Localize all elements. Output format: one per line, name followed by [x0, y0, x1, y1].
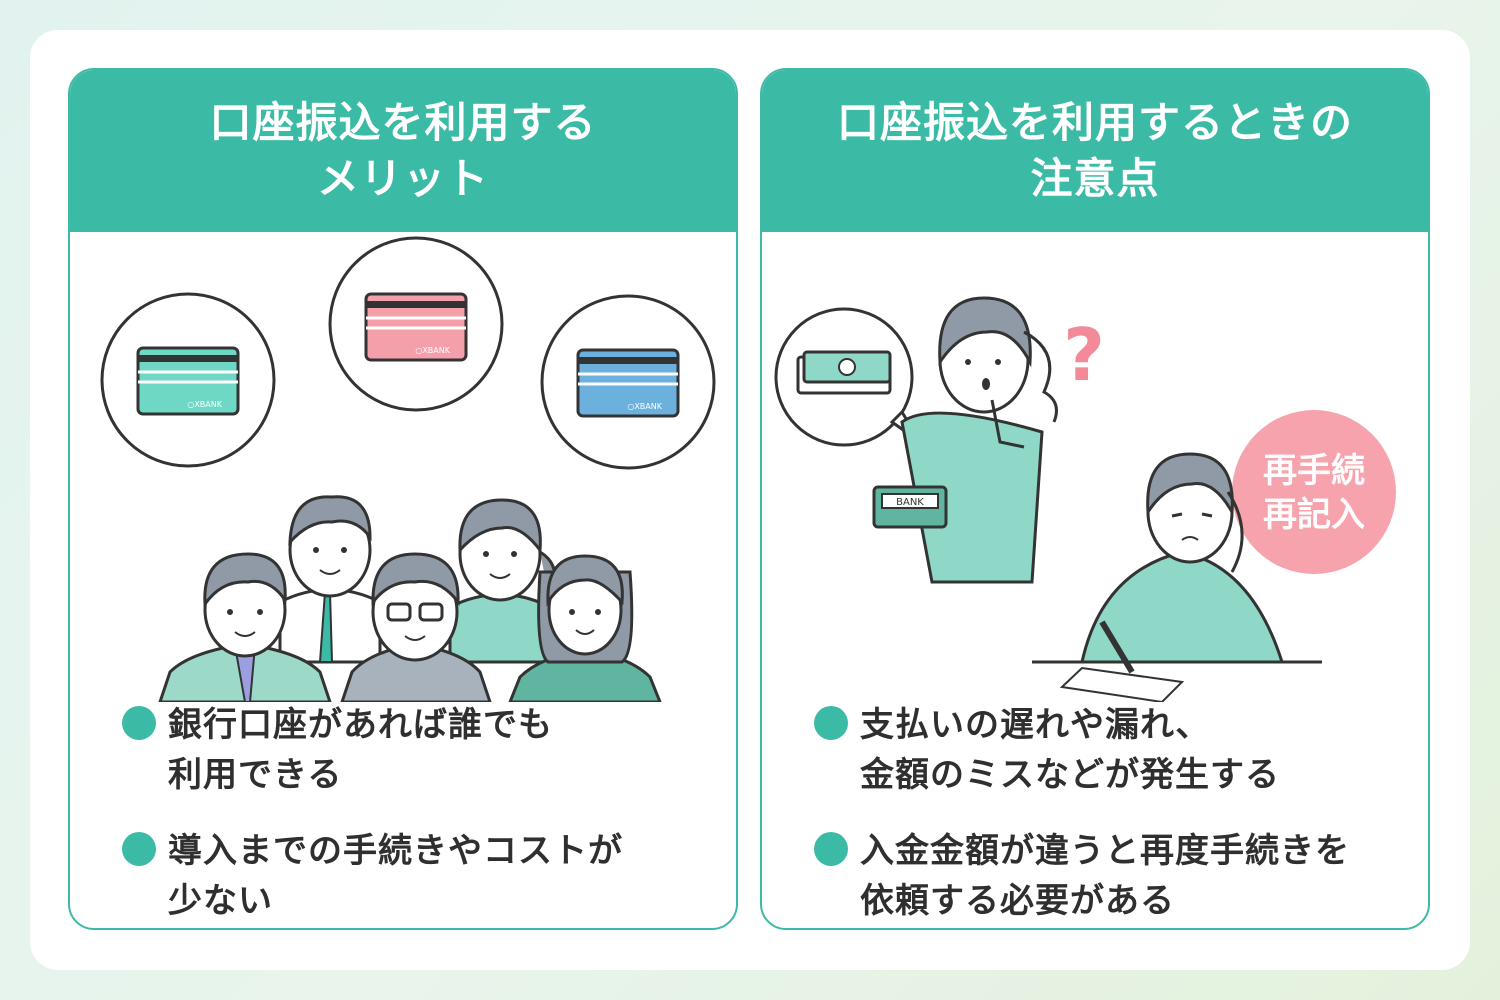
- merit-bullet-1-line1: 銀行口座があれば誰でも: [168, 705, 553, 745]
- merit-bullet-1: 銀行口座があれば誰でも 利用できる: [122, 700, 722, 800]
- people-with-cards-illustration: ○XBANK ○XBANK ○XBANK: [100, 236, 716, 702]
- svg-text:BANK: BANK: [896, 497, 924, 508]
- card-bubble-blue: ○XBANK: [540, 294, 716, 470]
- pen-icon: [1099, 620, 1135, 674]
- caution-title-line1: 口座振込を利用するときの: [836, 98, 1353, 147]
- person-man-back: [278, 495, 382, 664]
- caution-bullet-2-line2: 依頼する必要がある: [860, 881, 1175, 921]
- question-mark-icon: ?: [1063, 313, 1105, 397]
- merit-bullet-2-line1: 導入までの手続きやコストが: [168, 831, 623, 871]
- merit-title-line2: メリット: [316, 154, 489, 203]
- bankbook-icon: BANK: [872, 485, 948, 529]
- card-brand-text: ○XBANK: [415, 346, 450, 355]
- woman-writing: [1032, 452, 1322, 702]
- card-bubble-teal: ○XBANK: [100, 292, 276, 468]
- glasses-icon: [386, 602, 412, 622]
- card-bubble-pink: ○XBANK: [328, 236, 504, 412]
- caution-bullet-1-line2: 金額のミスなどが発生する: [860, 755, 1280, 795]
- redo-badge: 再手続 再記入: [1232, 410, 1396, 574]
- badge-line1: 再手続: [1263, 451, 1365, 491]
- bullet-dot-icon: [814, 832, 848, 866]
- bullet-dot-icon: [122, 706, 156, 740]
- person-woman-right: [508, 554, 662, 702]
- caution-bullets: 支払いの遅れや漏れ、 金額のミスなどが発生する 入金金額が違うと再度手続きを 依…: [814, 700, 1414, 928]
- caution-bullet-1-line1: 支払いの遅れや漏れ、: [860, 705, 1211, 745]
- card-brand-text: ○XBANK: [627, 402, 662, 411]
- person-man-left: [158, 552, 332, 702]
- merit-bullet-2: 導入までの手続きやコストが 少ない: [122, 826, 722, 926]
- merit-header: 口座振込を利用する メリット: [70, 70, 736, 232]
- caution-bullet-1: 支払いの遅れや漏れ、 金額のミスなどが発生する: [814, 700, 1414, 800]
- caution-title-line2: 注意点: [1030, 154, 1160, 203]
- paper-form-icon: [1059, 666, 1185, 702]
- cash-thought-bubble: [774, 307, 922, 447]
- merit-bullet-2-line2: 少ない: [168, 881, 273, 921]
- badge-line2: 再記入: [1263, 495, 1365, 535]
- merit-bullets: 銀行口座があれば誰でも 利用できる 導入までの手続きやコストが 少ない: [122, 700, 722, 928]
- card-brand-text: ○XBANK: [187, 400, 222, 409]
- caution-bullet-2-line1: 入金金額が違うと再度手続きを: [860, 831, 1350, 871]
- person-man-glasses: [340, 552, 492, 702]
- bullet-dot-icon: [122, 832, 156, 866]
- merit-panel: 口座振込を利用する メリット ○XBANK ○XBANK: [68, 68, 738, 930]
- caution-bullet-2: 入金金額が違うと再度手続きを 依頼する必要がある: [814, 826, 1414, 926]
- caution-panel: 口座振込を利用するときの 注意点 ? BANK: [760, 68, 1430, 930]
- merit-bullet-1-line2: 利用できる: [168, 755, 343, 795]
- woman-with-bankbook: BANK: [872, 296, 1058, 584]
- merit-title-line1: 口座振込を利用する: [209, 98, 597, 147]
- woman-paperwork-illustration: ? BANK 再手続 再記入: [774, 296, 1396, 702]
- bullet-dot-icon: [814, 706, 848, 740]
- caution-header: 口座振込を利用するときの 注意点: [762, 70, 1428, 232]
